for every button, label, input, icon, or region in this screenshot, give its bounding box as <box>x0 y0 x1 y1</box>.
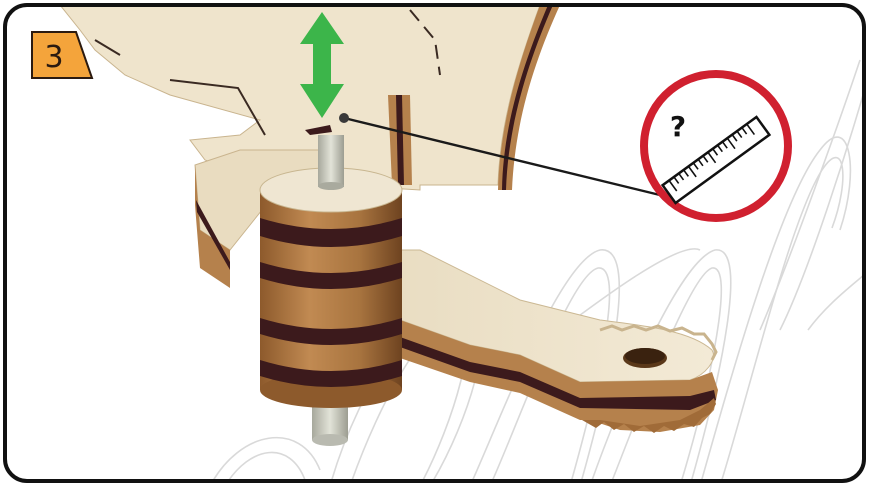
question-mark: ? <box>670 110 686 143</box>
step-number: 3 <box>44 40 63 75</box>
measure-callout: ? <box>644 74 788 218</box>
leader-dot <box>339 113 349 123</box>
